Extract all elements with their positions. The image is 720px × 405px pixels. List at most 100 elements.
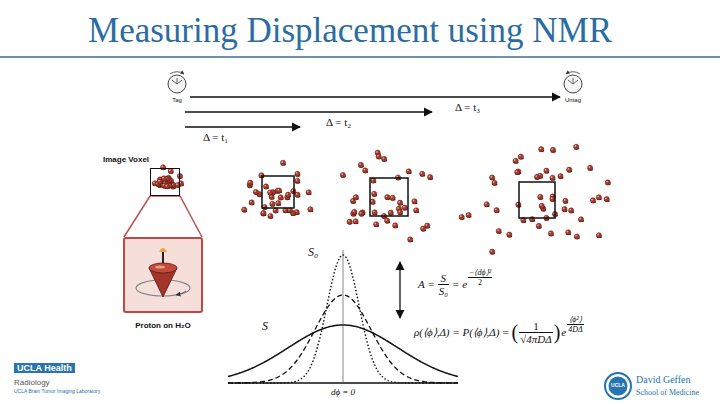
- proton-dot: [496, 228, 502, 233]
- dot-highlight: [360, 212, 362, 214]
- proton-dot: [425, 223, 431, 228]
- equation-term: (: [512, 322, 519, 342]
- dot-body: [492, 180, 497, 185]
- dot-body: [359, 211, 364, 216]
- proton-dot: [388, 210, 394, 215]
- dot-highlight: [243, 208, 245, 210]
- dot-highlight: [371, 200, 373, 202]
- proton-dot: [161, 176, 167, 181]
- proton-dot: [402, 205, 408, 210]
- proton-dot: [248, 180, 254, 185]
- dot-highlight: [398, 210, 400, 212]
- dot-highlight: [421, 227, 423, 229]
- dot-highlight: [564, 199, 566, 201]
- proton-dot: [539, 147, 545, 152]
- dot-highlight: [364, 169, 366, 171]
- clock-label: Untag: [565, 97, 581, 104]
- dot-highlight: [374, 223, 376, 225]
- tag-clock: [168, 72, 186, 93]
- proton-dot: [363, 168, 369, 173]
- logo-text: David Geffen: [636, 374, 691, 386]
- proton-dot: [588, 165, 594, 170]
- dot-body: [278, 195, 283, 200]
- dot-highlight: [281, 161, 283, 163]
- proton-dot: [347, 219, 353, 224]
- dot-body: [253, 189, 258, 194]
- dot-highlight: [254, 190, 256, 192]
- dot-highlight: [606, 181, 608, 183]
- dot-body: [353, 219, 358, 224]
- dot-body: [398, 210, 403, 215]
- proton-dot: [353, 219, 359, 224]
- dot-highlight: [605, 197, 607, 199]
- delay-label: Δ = t₂: [326, 116, 351, 129]
- proton-dot: [596, 195, 602, 200]
- dot-highlight: [309, 208, 311, 210]
- dot-highlight: [382, 157, 384, 159]
- proton-dot: [268, 190, 274, 195]
- fraction-bar: [468, 277, 492, 278]
- proton-dot: [372, 191, 378, 196]
- inset-fill: [123, 237, 203, 313]
- dot-body: [385, 195, 390, 200]
- dot-body: [372, 191, 377, 196]
- dot-body: [484, 202, 489, 207]
- dot-body: [515, 170, 520, 175]
- voxel-box: [370, 178, 408, 216]
- dot-body: [428, 175, 433, 180]
- dot-highlight: [307, 191, 309, 193]
- proton-dot: [492, 180, 498, 185]
- dot-highlight: [386, 195, 388, 197]
- dot-body: [261, 211, 266, 216]
- dot-highlight: [537, 224, 539, 226]
- dot-highlight: [591, 199, 593, 201]
- proton-dot: [370, 199, 376, 204]
- proton-dot: [550, 147, 556, 152]
- node-label: Proton on H₂O: [135, 321, 191, 330]
- dot-body: [539, 147, 544, 152]
- proton-dot: [484, 202, 490, 207]
- dot-highlight: [279, 196, 281, 198]
- dot-body: [496, 228, 501, 233]
- dot-body: [420, 171, 425, 176]
- proton-dot: [276, 188, 282, 193]
- dot-body: [588, 165, 593, 170]
- proton-dot: [590, 198, 596, 203]
- dot-body: [352, 209, 357, 214]
- proton-dot: [558, 174, 564, 179]
- proton-dot: [278, 195, 284, 200]
- proton-dot: [249, 200, 255, 205]
- dot-highlight: [162, 177, 164, 179]
- dot-highlight: [284, 209, 286, 211]
- dot-body: [590, 198, 595, 203]
- logo-text: UCLA Health: [14, 363, 75, 373]
- dot-body: [534, 174, 539, 179]
- dot-body: [574, 144, 579, 149]
- dot-body: [536, 223, 541, 228]
- dot-body: [578, 217, 583, 222]
- dot-highlight: [495, 209, 497, 211]
- proton-dot: [408, 237, 414, 242]
- dot-highlight: [485, 203, 487, 205]
- proton-dot: [253, 189, 259, 194]
- proton-dot: [359, 211, 365, 216]
- proton-dot: [382, 156, 388, 161]
- dot-highlight: [549, 232, 551, 234]
- title-rule: [0, 56, 720, 58]
- proton-dot: [268, 213, 274, 218]
- dot-body: [295, 178, 300, 183]
- dot-highlight: [269, 214, 271, 216]
- proton-dot: [177, 173, 183, 178]
- proton-dot: [566, 230, 572, 235]
- proton-dot: [562, 207, 568, 212]
- dot-highlight: [398, 201, 400, 203]
- proton-dot: [563, 198, 569, 203]
- dot-highlight: [569, 209, 571, 211]
- dot-body: [276, 188, 281, 193]
- proton-dot: [308, 207, 314, 212]
- dot-highlight: [153, 182, 155, 184]
- plot-label: S: [262, 320, 268, 334]
- slide-title: Measuring Displacement using NMR: [88, 12, 612, 51]
